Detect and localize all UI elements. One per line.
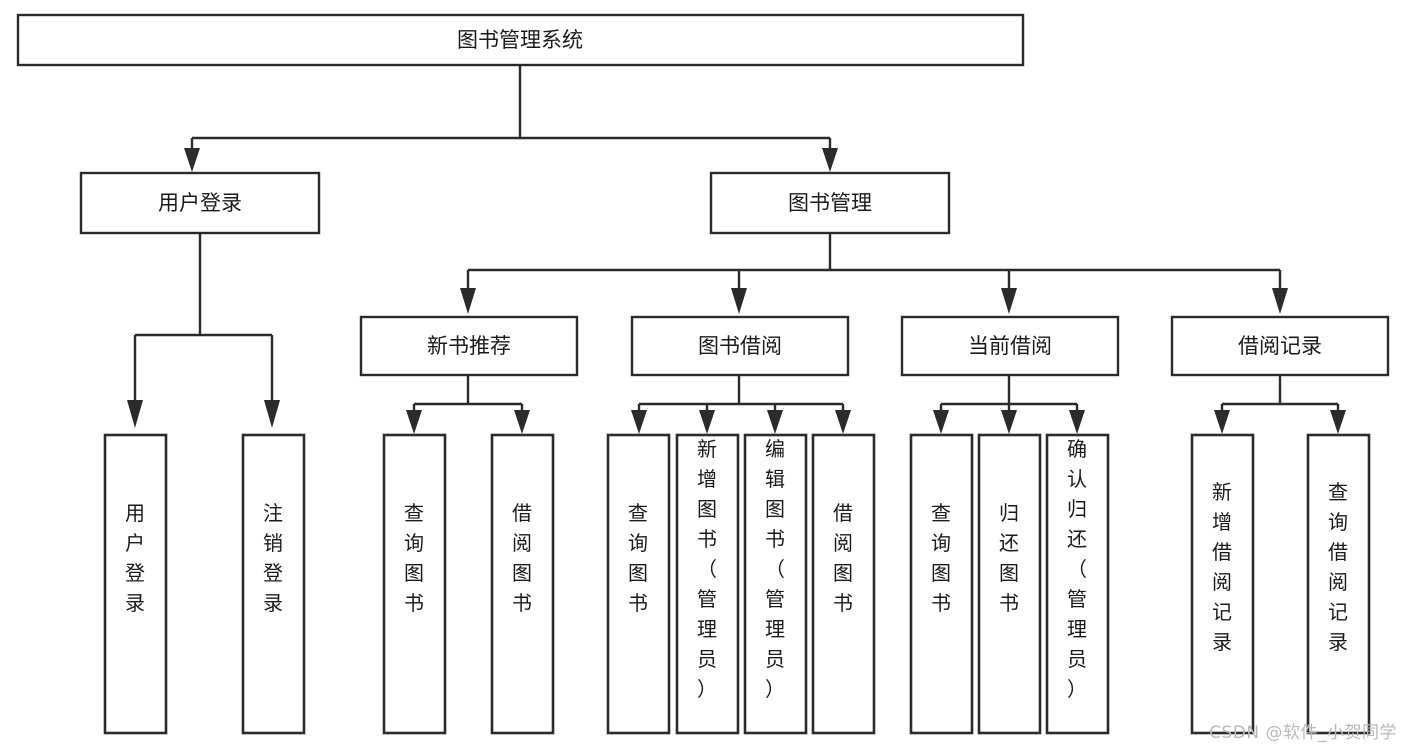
arrowhead-user-login: [184, 148, 200, 172]
arrowhead-nb-leaf-2: [514, 410, 530, 434]
leaf-node[interactable]: 借阅图书: [811, 433, 876, 735]
node-borrow-record[interactable]: 借阅记录: [1170, 315, 1390, 377]
leaf-logout-box[interactable]: [241, 433, 306, 735]
leaf-nb-query-book-label: 查询图书: [404, 501, 424, 615]
arrowhead-current-borrow: [1001, 288, 1017, 314]
leaf-nb-borrow-book-label: 借阅图书: [512, 501, 532, 615]
leaf-cb-query-book-box[interactable]: [909, 433, 974, 735]
node-new-book-recommend-label: 新书推荐: [427, 334, 511, 358]
leaf-br-query-record-box[interactable]: [1306, 433, 1371, 735]
node-borrow-record-label: 借阅记录: [1238, 334, 1322, 358]
node-root[interactable]: 图书管理系统: [16, 13, 1025, 67]
node-current-borrow-box[interactable]: [900, 315, 1120, 377]
arrowhead-nb-leaf-1: [406, 410, 422, 434]
leaf-node[interactable]: 编辑图书（管理员）: [743, 433, 808, 735]
leaf-cb-return-book-box[interactable]: [977, 433, 1042, 735]
leaf-node[interactable]: 新增图书（管理员）: [675, 433, 740, 735]
leaf-node[interactable]: 查询图书: [606, 433, 671, 735]
leaf-bb-edit-book-label: 编辑图书（管理员）: [765, 437, 785, 701]
node-book-management-box[interactable]: [709, 171, 951, 235]
leaf-cb-query-book-label: 查询图书: [931, 501, 951, 615]
leaf-user-login-box[interactable]: [103, 433, 168, 735]
node-book-management-label: 图书管理: [788, 191, 872, 215]
node-book-borrow-box[interactable]: [630, 315, 850, 377]
node-root-box[interactable]: [16, 13, 1025, 67]
leaf-nb-borrow-book-box[interactable]: [490, 433, 555, 735]
leaf-bb-add-book-label: 新增图书（管理员）: [697, 437, 717, 701]
leaf-bb-edit-book-box[interactable]: [743, 433, 808, 735]
arrowhead-bb-leaf-3: [767, 410, 783, 434]
arrowhead-cb-leaf-2: [1001, 410, 1017, 434]
leaf-node[interactable]: 查询借阅记录: [1306, 433, 1371, 735]
node-new-book-recommend[interactable]: 新书推荐: [359, 315, 579, 377]
edge-layer: [127, 65, 1346, 434]
leaf-cb-return-book-label: 归还图书: [999, 501, 1019, 615]
leaf-node[interactable]: 确认归还（管理员）: [1045, 433, 1110, 735]
node-new-book-recommend-box[interactable]: [359, 315, 579, 377]
leaf-cb-confirm-return-box[interactable]: [1045, 433, 1110, 735]
leaf-node[interactable]: 注销登录: [241, 433, 306, 735]
arrowhead-cb-leaf-1: [933, 410, 949, 434]
node-book-borrow-label: 图书借阅: [698, 334, 782, 358]
arrowhead-bb-leaf-2: [699, 410, 715, 434]
node-root-label: 图书管理系统: [457, 28, 583, 52]
arrowhead-cb-leaf-3: [1069, 410, 1085, 434]
leaf-cb-confirm-return-label: 确认归还（管理员）: [1067, 437, 1087, 701]
arrowhead-leaf-user-login-2: [264, 400, 280, 428]
leaf-bb-query-book-box[interactable]: [606, 433, 671, 735]
leaf-nb-query-book-box[interactable]: [382, 433, 447, 735]
arrowhead-leaf-user-login-1: [127, 400, 143, 428]
arrowhead-br-leaf-1: [1214, 410, 1230, 434]
arrowhead-bb-leaf-1: [631, 410, 647, 434]
leaf-br-add-record-box[interactable]: [1190, 433, 1255, 735]
arrowhead-book-mgmt: [822, 148, 838, 172]
arrowhead-book-borrow: [731, 288, 747, 314]
leaf-node[interactable]: 查询图书: [382, 433, 447, 735]
leaf-logout-label: 注销登录: [263, 501, 283, 615]
node-borrow-record-box[interactable]: [1170, 315, 1390, 377]
leaf-node[interactable]: 新增借阅记录: [1190, 433, 1255, 735]
node-user-login[interactable]: 用户登录: [79, 171, 321, 235]
arrowhead-new-book: [460, 288, 476, 314]
leaf-bb-borrow-book-box[interactable]: [811, 433, 876, 735]
leaf-bb-add-book-box[interactable]: [675, 433, 740, 735]
node-user-login-box[interactable]: [79, 171, 321, 235]
node-current-borrow[interactable]: 当前借阅: [900, 315, 1120, 377]
leaf-node[interactable]: 归还图书: [977, 433, 1042, 735]
node-book-management[interactable]: 图书管理: [709, 171, 951, 235]
node-user-login-label: 用户登录: [158, 191, 242, 215]
arrowhead-br-leaf-2: [1330, 410, 1346, 434]
leaf-bb-borrow-book-label: 借阅图书: [833, 501, 853, 615]
leaf-user-login-label: 用户登录: [125, 501, 145, 615]
leaf-node[interactable]: 查询图书: [909, 433, 974, 735]
arrowhead-bb-leaf-4: [835, 410, 851, 434]
arrowhead-borrow-record: [1272, 288, 1288, 314]
node-current-borrow-label: 当前借阅: [968, 334, 1052, 358]
leaf-bb-query-book-label: 查询图书: [628, 501, 648, 615]
leaf-br-query-record-label: 查询借阅记录: [1328, 480, 1348, 654]
leaf-node[interactable]: 借阅图书: [490, 433, 555, 735]
node-book-borrow[interactable]: 图书借阅: [630, 315, 850, 377]
leaf-node[interactable]: 用户登录: [103, 433, 168, 735]
leaf-br-add-record-label: 新增借阅记录: [1212, 480, 1232, 654]
